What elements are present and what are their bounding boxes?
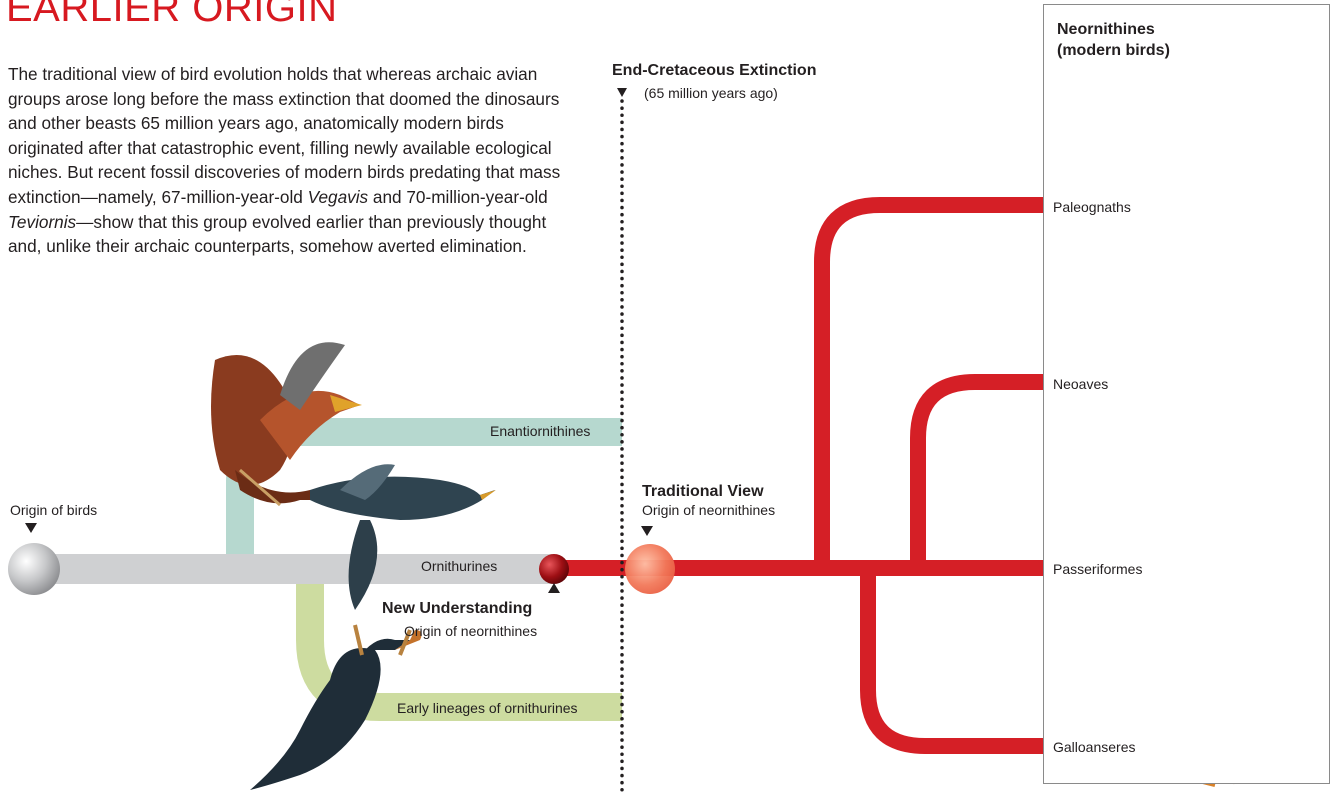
early-ornithurines-label: Early lineages of ornithurines: [397, 700, 578, 716]
ornithurines-branch: [34, 554, 554, 584]
traditional-view-marker-icon: [641, 526, 653, 536]
panel-title-line2: (modern birds): [1057, 42, 1170, 59]
traditional-view-subtitle: Origin of neornithines: [642, 502, 776, 518]
intro-text-2: and 70-million-year-old: [368, 186, 548, 207]
neornithines-panel: [1043, 4, 1330, 784]
new-understanding-subtitle: Origin of neornithines: [404, 623, 538, 639]
new-understanding-marker-icon: [548, 583, 560, 593]
traditional-view-node: [625, 544, 675, 594]
extinction-marker-icon: [617, 88, 627, 97]
intro-paragraph: The traditional view of bird evolution h…: [8, 62, 574, 259]
group-label-paleognaths: Paleognaths: [1053, 199, 1131, 215]
traditional-view-title: Traditional View: [642, 483, 764, 500]
group-label-neoaves: Neoaves: [1053, 376, 1109, 392]
intro-vegavis: Vegavis: [307, 186, 369, 207]
page-title: EARLIER ORIGIN: [6, 0, 338, 30]
enantiornithines-label: Enantiornithines: [490, 423, 591, 439]
origin-of-birds-marker-icon: [25, 523, 37, 533]
intro-teviornis: Teviornis: [8, 211, 77, 232]
panel-title-line1: Neornithines: [1057, 21, 1155, 38]
group-label-galloanseres: Galloanseres: [1053, 739, 1136, 755]
extinction-title: End-Cretaceous Extinction: [612, 62, 817, 79]
extinction-subtitle: (65 million years ago): [644, 85, 778, 101]
enantiornithine-bird-illustration-icon: [211, 342, 362, 507]
intro-text-3: —show that this group evolved earlier th…: [8, 211, 547, 257]
diving-bird-illustration-icon: [250, 624, 422, 790]
group-label-passeriformes: Passeriformes: [1053, 561, 1143, 577]
origin-of-birds-node: [8, 543, 60, 595]
seabird-illustration-icon: [310, 464, 496, 610]
ornithurines-label: Ornithurines: [421, 558, 498, 574]
new-understanding-node: [539, 554, 569, 584]
intro-text-1: The traditional view of bird evolution h…: [8, 64, 561, 207]
origin-of-birds-label: Origin of birds: [10, 502, 98, 518]
new-understanding-title: New Understanding: [382, 600, 533, 617]
